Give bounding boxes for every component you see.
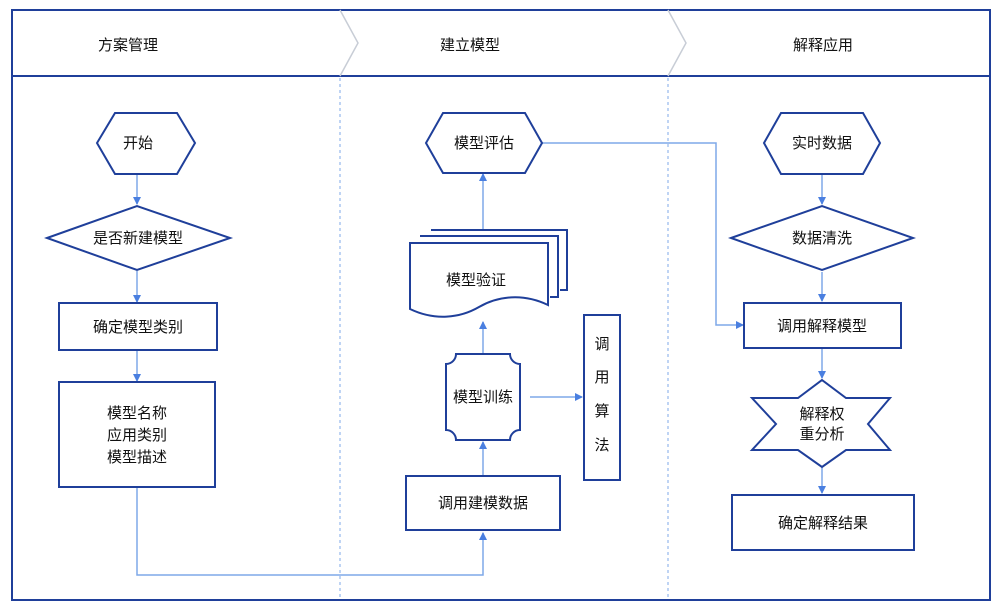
node-model-info: 模型名称 应用类别 模型描述: [58, 381, 216, 488]
node-realtime-data: 实时数据: [762, 112, 882, 175]
node-model-info-line-2: 应用类别: [107, 426, 167, 444]
node-model-evaluation: 模型评估: [424, 112, 544, 174]
header-chevron-2: [667, 9, 687, 77]
node-data-cleaning: 数据清洗: [727, 204, 917, 272]
node-model-evaluation-label: 模型评估: [454, 134, 514, 152]
node-model-validation: 模型验证: [409, 229, 568, 318]
node-call-algorithm-char-4: 法: [594, 436, 609, 454]
header-chevron-1: [339, 9, 359, 77]
node-start-label: 开始: [123, 134, 153, 152]
node-start: 开始: [95, 112, 197, 175]
node-confirm-explain-result: 确定解释结果: [731, 494, 915, 551]
lane-title-explain: 解释应用: [793, 36, 853, 54]
node-model-validation-label: 模型验证: [446, 271, 506, 289]
node-confirm-model-type-label: 确定模型类别: [93, 318, 183, 336]
node-realtime-data-label: 实时数据: [792, 134, 852, 152]
node-call-explain-model-label: 调用解释模型: [777, 317, 867, 335]
node-call-algorithm-char-2: 用: [594, 368, 609, 386]
node-explain-weight-analysis: 解释权 重分析: [749, 378, 893, 469]
arrow-info-to-modeling-data: [136, 487, 487, 576]
node-new-model-decision-label: 是否新建模型: [93, 229, 183, 247]
node-explain-weight-analysis-line-2: 重分析: [799, 425, 844, 443]
node-new-model-decision: 是否新建模型: [44, 204, 234, 272]
node-confirm-model-type: 确定模型类别: [58, 302, 218, 351]
node-model-info-line-3: 模型描述: [107, 448, 167, 466]
node-confirm-explain-result-label: 确定解释结果: [778, 514, 868, 532]
node-call-modeling-data-label: 调用建模数据: [438, 494, 528, 512]
node-model-info-line-1: 模型名称: [107, 404, 167, 422]
lane-title-plan: 方案管理: [98, 36, 158, 54]
node-data-cleaning-label: 数据清洗: [792, 229, 852, 247]
node-call-explain-model: 调用解释模型: [743, 302, 902, 349]
node-model-training-label: 模型训练: [453, 388, 513, 406]
arrow-evaluation-to-explain-model: [542, 142, 744, 329]
diagram-frame: [11, 9, 991, 601]
node-call-algorithm-char-3: 算: [594, 402, 609, 420]
node-model-training: 模型训练: [445, 353, 521, 441]
node-call-algorithm: 调 用 算 法: [583, 314, 621, 481]
node-explain-weight-analysis-line-1: 解释权: [799, 405, 844, 423]
lane-title-build: 建立模型: [440, 36, 500, 54]
node-call-modeling-data: 调用建模数据: [405, 475, 561, 531]
node-call-algorithm-char-1: 调: [594, 335, 609, 353]
